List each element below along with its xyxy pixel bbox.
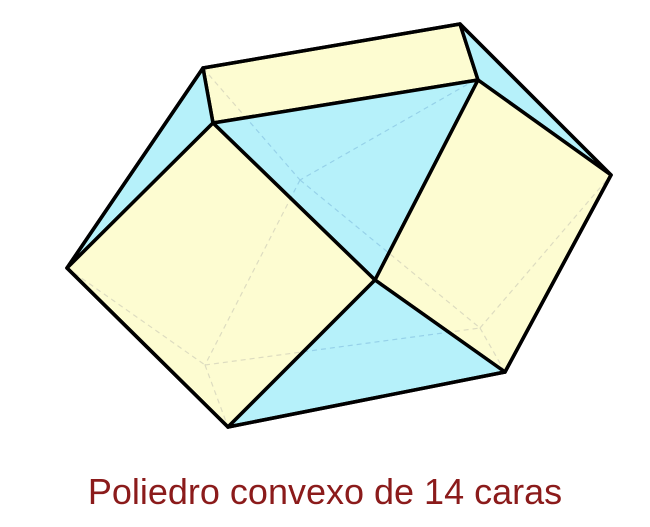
visible-faces bbox=[65, 22, 613, 429]
silhouette bbox=[65, 22, 613, 429]
polyhedron-figure bbox=[65, 22, 613, 429]
figure-caption: Poliedro convexo de 14 caras bbox=[87, 471, 563, 512]
